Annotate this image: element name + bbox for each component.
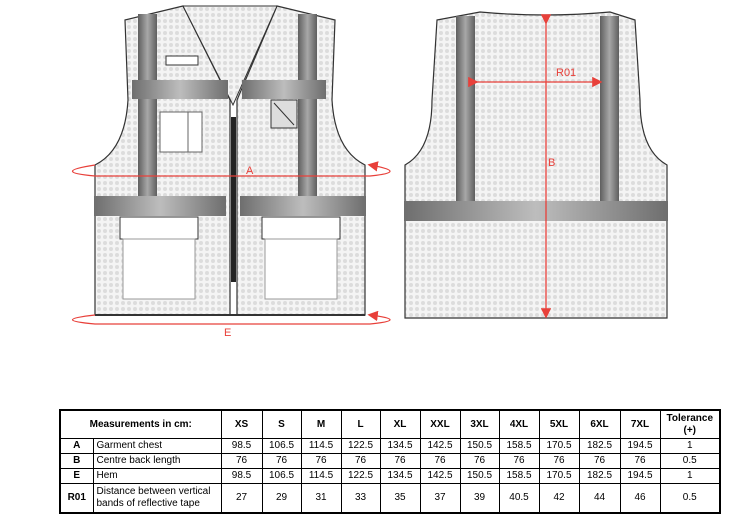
measure-code: E xyxy=(59,468,94,484)
size-table: Measurements in cm: XS S M L XL XXL 3XL … xyxy=(59,409,721,514)
vest-diagrams: A E R01 B xyxy=(71,5,668,339)
measure-value: 170.5 xyxy=(538,468,580,484)
measure-value: 182.5 xyxy=(578,468,621,484)
size-header: XS xyxy=(220,409,263,439)
measure-value: 150.5 xyxy=(459,438,500,454)
measure-value: 122.5 xyxy=(340,438,381,454)
measure-value: 76 xyxy=(220,453,263,469)
measure-value: 39 xyxy=(459,483,500,514)
measure-code: R01 xyxy=(59,483,94,514)
measure-value: 31 xyxy=(300,483,342,514)
measure-value: 37 xyxy=(419,483,461,514)
measure-value: 76 xyxy=(538,453,580,469)
measure-value: 76 xyxy=(300,453,342,469)
measure-value: 194.5 xyxy=(619,468,661,484)
measure-value: 35 xyxy=(379,483,421,514)
r01-label: R01 xyxy=(556,67,576,79)
measure-value: 106.5 xyxy=(261,438,302,454)
tolerance-value: 1 xyxy=(659,438,721,454)
size-header: M xyxy=(300,409,342,439)
measure-value: 158.5 xyxy=(498,468,540,484)
measure-value: 46 xyxy=(619,483,661,514)
tolerance-value: 0.5 xyxy=(659,483,721,514)
measure-code: A xyxy=(59,438,94,454)
size-header: 7XL xyxy=(619,409,661,439)
measure-value: 114.5 xyxy=(300,468,342,484)
size-header: L xyxy=(340,409,381,439)
measure-value: 122.5 xyxy=(340,468,381,484)
measure-label: Centre back length xyxy=(92,453,222,469)
size-header: XXL xyxy=(419,409,461,439)
size-header: S xyxy=(261,409,302,439)
measure-value: 142.5 xyxy=(419,468,461,484)
measure-label: Hem xyxy=(92,468,222,484)
measure-value: 76 xyxy=(459,453,500,469)
measure-value: 76 xyxy=(498,453,540,469)
chest-label: A xyxy=(246,165,254,177)
size-header: 6XL xyxy=(578,409,621,439)
size-header: 4XL xyxy=(498,409,540,439)
measure-value: 182.5 xyxy=(578,438,621,454)
size-header: XL xyxy=(379,409,421,439)
measure-value: 29 xyxy=(261,483,302,514)
measure-value: 33 xyxy=(340,483,381,514)
measure-value: 40.5 xyxy=(498,483,540,514)
measure-value: 114.5 xyxy=(300,438,342,454)
measure-value: 98.5 xyxy=(220,468,263,484)
back-vest: R01 B xyxy=(404,11,668,319)
tolerance-header: Tolerance (+) xyxy=(659,409,721,439)
measure-value: 76 xyxy=(419,453,461,469)
size-header: 5XL xyxy=(538,409,580,439)
measure-value: 76 xyxy=(379,453,421,469)
measure-label: Garment chest xyxy=(92,438,222,454)
measure-value: 134.5 xyxy=(379,438,421,454)
header-row: Measurements in cm: XS S M L XL XXL 3XL … xyxy=(59,409,721,439)
hem-label: E xyxy=(224,327,231,339)
measure-value: 44 xyxy=(578,483,621,514)
measure-code: B xyxy=(59,453,94,469)
measure-label: Distance between vertical bands of refle… xyxy=(92,483,222,514)
measure-value: 170.5 xyxy=(538,438,580,454)
tolerance-value: 0.5 xyxy=(659,453,721,469)
tolerance-value: 1 xyxy=(659,468,721,484)
measure-value: 142.5 xyxy=(419,438,461,454)
measure-value: 42 xyxy=(538,483,580,514)
header-label: Measurements in cm: xyxy=(59,409,222,439)
measure-value: 76 xyxy=(261,453,302,469)
back-length-label: B xyxy=(548,157,555,169)
measure-value: 106.5 xyxy=(261,468,302,484)
front-vest: A E xyxy=(71,5,391,339)
measure-value: 134.5 xyxy=(379,468,421,484)
size-header: 3XL xyxy=(459,409,500,439)
measure-value: 98.5 xyxy=(220,438,263,454)
measure-value: 27 xyxy=(220,483,263,514)
measure-value: 76 xyxy=(619,453,661,469)
measure-value: 158.5 xyxy=(498,438,540,454)
measure-value: 150.5 xyxy=(459,468,500,484)
measure-value: 76 xyxy=(578,453,621,469)
measure-value: 76 xyxy=(340,453,381,469)
measure-value: 194.5 xyxy=(619,438,661,454)
